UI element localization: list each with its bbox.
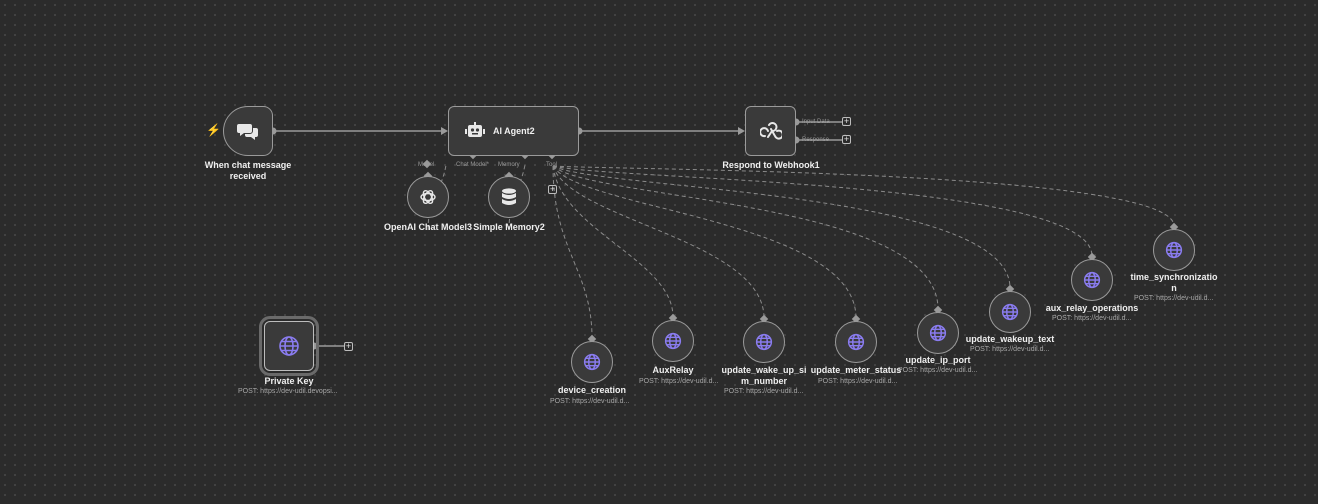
private-key-subtitle: POST: https://dev-udil.devopsi... [238,388,338,395]
simple-memory-title: Simple Memory2 [473,222,545,232]
wire-tool-6 [552,165,1011,289]
tool-title: update_ip_port [905,355,971,365]
robot-icon [465,122,485,140]
add-after-private-key-button[interactable]: + [344,341,353,351]
globe-icon [664,332,682,350]
port-label-tool: Tool [546,162,558,168]
globe-icon [1001,303,1019,321]
tool-node-device-creation[interactable] [571,341,613,383]
tool-subtitle: POST: https://dev-udil.d... [898,367,978,374]
wire-tool-5 [552,165,939,310]
simple-memory-node[interactable] [488,176,530,218]
tool-node-update-meter-status[interactable] [835,321,877,363]
add-tool-button[interactable]: + [548,184,557,194]
tool-node-time-synchronization[interactable] [1153,229,1195,271]
private-key-title: Private Key [264,376,314,386]
private-key-node[interactable] [259,316,319,376]
globe-icon [278,335,300,357]
wire-tool-3 [552,165,765,319]
wire-tool-4 [552,165,857,319]
chat-bubbles-icon [237,121,259,141]
openai-icon [419,188,437,206]
tool-title: update_meter_status [810,365,902,375]
tool-node-update-wake-up-sim-number[interactable] [743,321,785,363]
tool-subtitle: POST: https://dev-udil.d... [1052,315,1132,322]
port-label-chat-model: Chat Model* [456,162,490,168]
tool-title: aux_relay_operations [1045,303,1139,313]
port-label-memory: Memory [498,162,520,168]
tool-node-aux-relay-operations[interactable] [1071,259,1113,301]
respond-webhook-node[interactable] [745,106,796,156]
tool-title: update_wakeup_text [965,334,1055,344]
openai-chat-model-title: OpenAI Chat Model3 [383,222,472,232]
openai-chat-model-node[interactable] [407,176,449,218]
trigger-title: When chat message received [204,160,292,181]
output-label-input-data: Input Data [802,119,830,125]
output-label-response: Response [802,137,830,143]
globe-icon [1083,271,1101,289]
globe-icon [1165,241,1183,259]
tool-node-update-ip-port[interactable] [917,312,959,354]
tool-subtitle: POST: https://dev-udil.d... [1134,295,1214,302]
globe-icon [755,333,773,351]
tool-title: device_creation [557,385,627,395]
ai-agent-title: AI Agent2 [493,126,535,136]
tool-subtitle: POST: https://dev-udil.d... [724,388,804,395]
wire-tool-1 [552,165,593,339]
chat-trigger-node[interactable] [223,106,273,156]
globe-icon [847,333,865,351]
wire-tool-8 [552,165,1175,227]
add-input-data-button[interactable]: + [842,116,851,126]
tool-subtitle: POST: https://dev-udil.d... [970,346,1050,353]
add-response-button[interactable]: + [842,134,851,144]
trigger-bolt-icon: ⚡ [206,123,221,137]
tool-subtitle: POST: https://dev-udil.d... [550,398,630,405]
ai-agent-node[interactable]: AI Agent2 [448,106,579,156]
database-icon [501,188,517,206]
wire-tool-2 [552,165,674,318]
wire-tool-7 [552,165,1093,257]
tool-subtitle: POST: https://dev-udil.d... [818,378,898,385]
tool-node-update-wakeup-text[interactable] [989,291,1031,333]
webhook-icon [759,120,782,142]
respond-webhook-title: Respond to Webhook1 [722,160,820,170]
globe-icon [583,353,601,371]
globe-icon [929,324,947,342]
tool-title: AuxRelay [652,365,694,375]
port-label-model: Model [418,162,435,168]
tool-subtitle: POST: https://dev-udil.d... [639,378,719,385]
tool-node-auxrelay[interactable] [652,320,694,362]
